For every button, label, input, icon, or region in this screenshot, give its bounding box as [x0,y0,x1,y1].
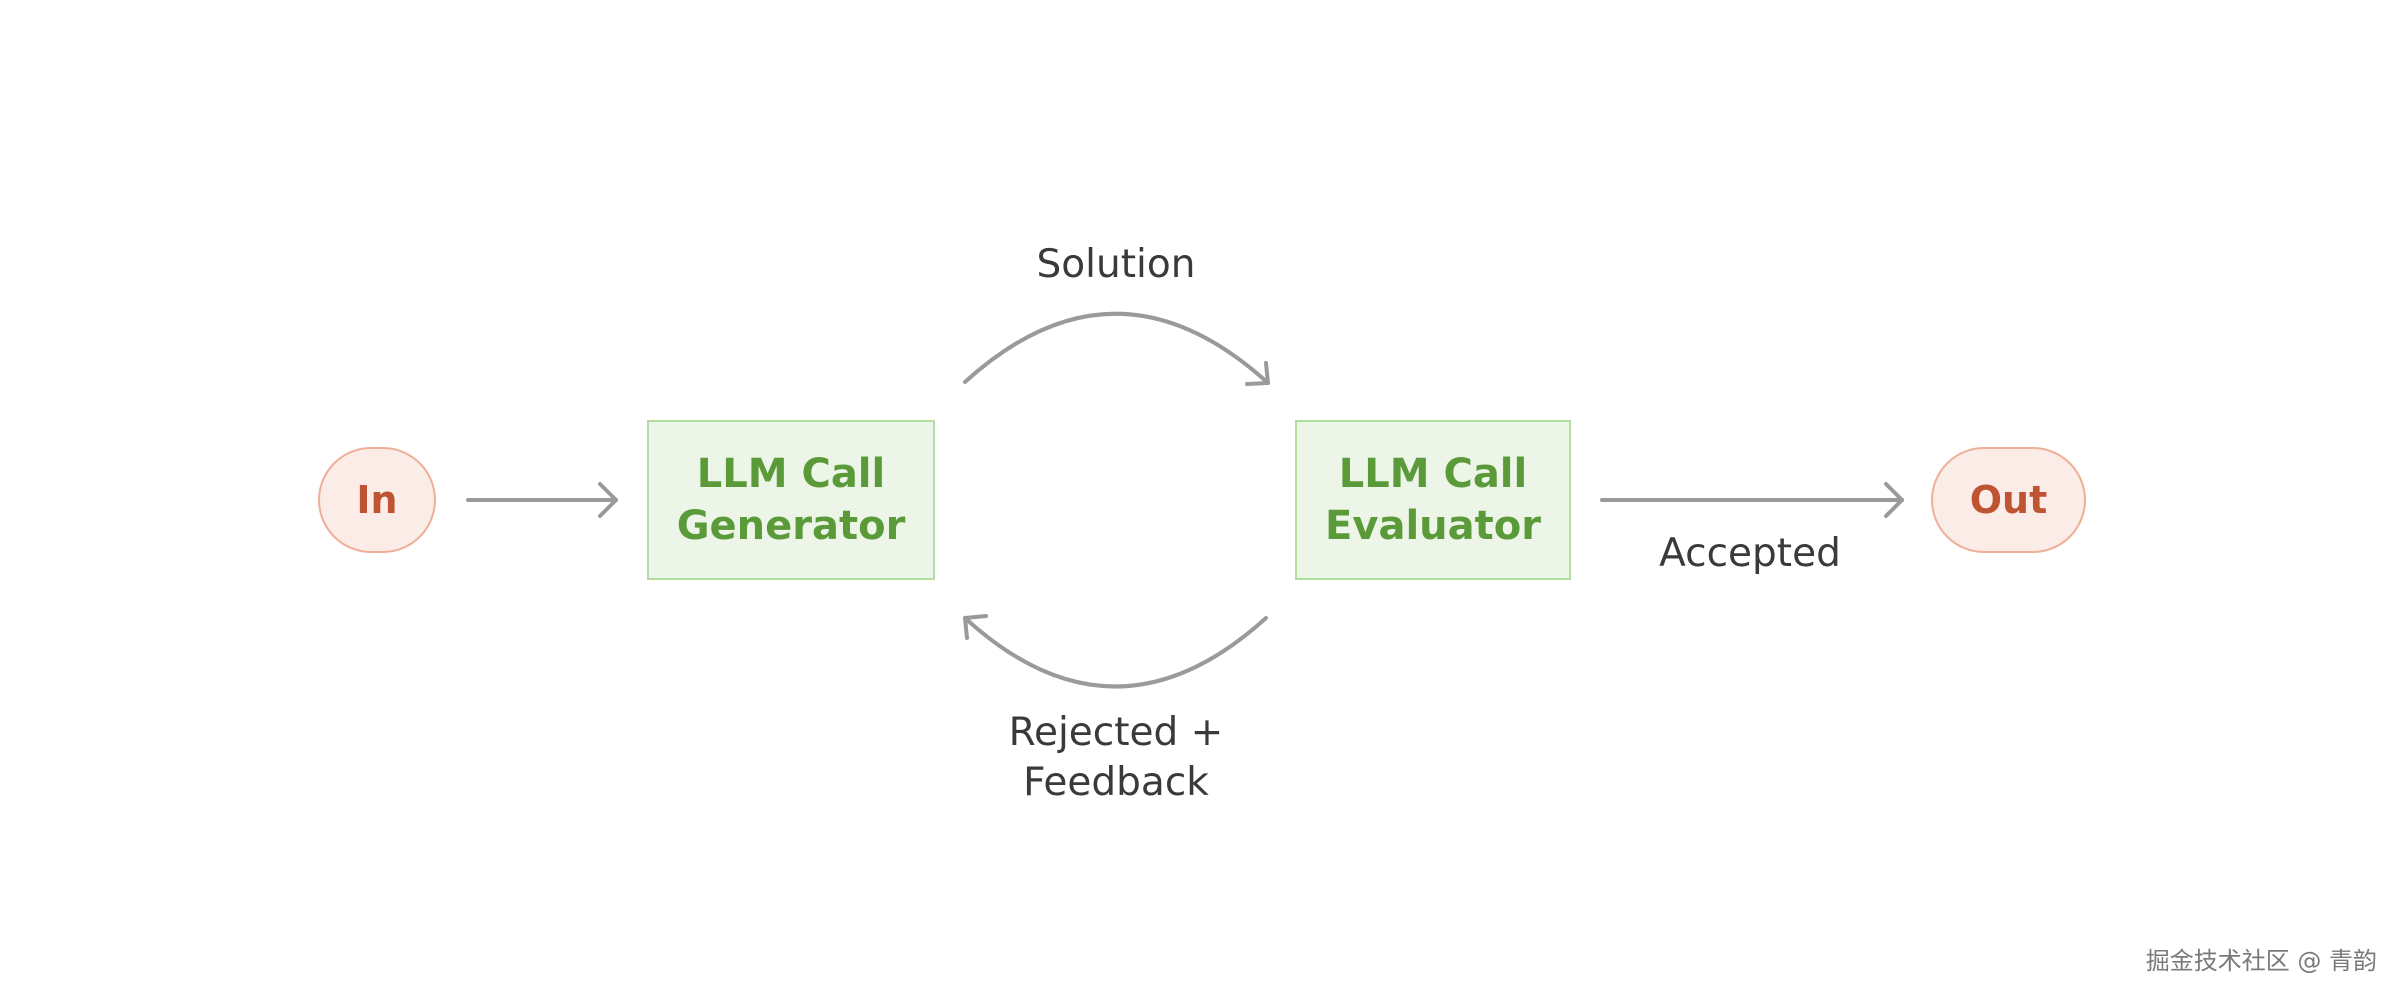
rejected-label-line1: Rejected + [1008,710,1224,755]
in-to-generator-arrow [466,482,618,518]
watermark: 掘金技术社区 @ 青韵 [2145,947,2377,975]
generator-node: LLM Call Generator [647,420,935,580]
evaluator-node: LLM Call Evaluator [1295,420,1571,580]
generator-label-line1: LLM Call [696,451,886,497]
rejected-label-line2: Feedback [1023,760,1209,805]
generator-label-line2: Generator [676,503,906,549]
feedback-arrow [963,614,1268,689]
evaluator-label-line2: Evaluator [1325,503,1541,549]
solution-arrow [963,311,1270,386]
accepted-label: Accepted [1659,531,1841,576]
evaluator-to-out-arrow [1600,482,1904,518]
evaluator-label-line1: LLM Call [1338,451,1528,497]
input-node-label: In [356,478,398,522]
output-node: Out [1931,447,2086,553]
input-node: In [318,447,436,553]
solution-label: Solution [1036,242,1196,287]
rejected-feedback-label: Rejected + Feedback [976,708,1256,808]
output-node-label: Out [1969,478,2048,522]
